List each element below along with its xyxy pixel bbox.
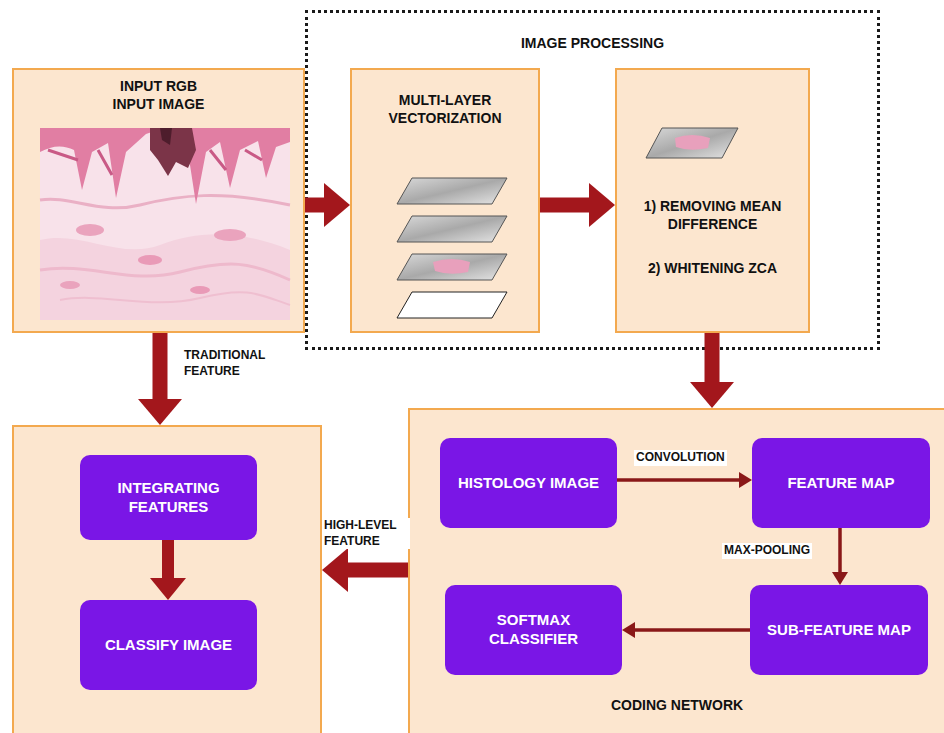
box-heading: 1) REMOVING MEAN DIFFERENCE	[624, 198, 802, 233]
whitened-layer	[646, 128, 738, 158]
box-heading: 2) WHITENING ZCA	[624, 260, 802, 278]
arrow-shaft	[634, 628, 750, 632]
layer-tissue	[433, 259, 470, 274]
arrow-shaft	[347, 563, 408, 578]
edge-label: TRADITIONAL FEATURE	[182, 348, 296, 379]
arrow-connector	[138, 333, 182, 425]
layer-plane	[397, 216, 507, 242]
classification-panel: INTEGRATING FEATURES CLASSIFY IMAGE	[12, 425, 322, 733]
process-box: INTEGRATING FEATURES	[80, 455, 257, 540]
box-label: SUB-FEATURE MAP	[767, 621, 911, 640]
arrow-connector	[617, 472, 752, 488]
arrow-connector	[305, 183, 350, 227]
arrow-connector	[622, 622, 750, 638]
arrow-connector	[832, 528, 848, 585]
tissue-fibre	[60, 292, 290, 305]
process-box: 1) REMOVING MEAN DIFFERENCE 2) WHITENING …	[615, 68, 810, 333]
tissue-fibre	[40, 196, 290, 208]
box-label: INTEGRATING FEATURES	[94, 479, 244, 517]
layer-plane	[646, 128, 738, 158]
process-box: FEATURE MAP	[752, 438, 930, 528]
box-label: CLASSIFY IMAGE	[105, 636, 232, 655]
arrow-head	[622, 622, 635, 638]
arrow-shaft	[162, 540, 174, 579]
arrow-shaft	[540, 198, 590, 213]
tissue-pigment	[160, 128, 172, 145]
arrow-connector	[150, 540, 186, 600]
box-heading: INPUT RGB INPUT IMAGE	[100, 78, 218, 113]
tissue-cell	[60, 281, 80, 289]
arrow-head	[138, 399, 182, 425]
edge-label: MAX-POOLING	[722, 543, 812, 559]
edge-label: CONVOLUTION	[634, 450, 727, 466]
process-box: CLASSIFY IMAGE	[80, 600, 257, 690]
region-heading: IMAGE PROCESSING	[443, 35, 743, 53]
tissue-cell	[214, 229, 246, 241]
arrow-connector	[690, 333, 734, 408]
arrow-head	[324, 183, 350, 227]
box-label: HISTOLOGY IMAGE	[458, 474, 599, 493]
tissue-epidermis	[40, 128, 290, 204]
arrow-connector	[540, 183, 615, 227]
tissue-cell	[190, 286, 210, 294]
histology-image	[40, 128, 290, 320]
box-label: SOFTMAX CLASSIFIER	[459, 611, 609, 649]
box-heading: CODING NETWORK	[527, 697, 827, 715]
layer-plane	[397, 178, 507, 204]
arrow-head	[589, 183, 615, 227]
process-box: SUB-FEATURE MAP	[750, 585, 928, 675]
layer-tissue	[675, 135, 710, 150]
box-heading: MULTI-LAYER VECTORIZATION	[375, 92, 515, 127]
tissue-dermis	[40, 234, 290, 320]
arrow-shaft	[838, 528, 842, 573]
tissue-streak	[48, 150, 262, 175]
input-box: INPUT RGB INPUT IMAGE	[12, 68, 305, 333]
process-box: HISTOLOGY IMAGE	[440, 438, 617, 528]
tissue-pigment	[150, 128, 196, 176]
arrow-head	[322, 548, 348, 592]
layer-plane	[397, 254, 507, 280]
arrow-connector	[322, 548, 408, 592]
arrow-shaft	[153, 333, 168, 400]
box-label: FEATURE MAP	[787, 474, 894, 493]
layer-stack	[397, 178, 507, 318]
tissue-cell	[138, 255, 162, 265]
tissue-ground	[40, 128, 290, 320]
arrow-shaft	[705, 333, 720, 383]
edge-label: HIGH-LEVEL FEATURE	[322, 518, 410, 549]
tissue-fibre	[40, 264, 290, 280]
processing-region: IMAGE PROCESSING MULTI-LAYER VECTORIZATIO…	[305, 10, 880, 350]
arrow-head	[690, 382, 734, 408]
layer-plane	[397, 292, 507, 318]
process-box: MULTI-LAYER VECTORIZATION	[350, 68, 540, 333]
arrow-head	[150, 578, 186, 600]
arrow-head	[739, 472, 752, 488]
tissue-cell	[76, 224, 104, 236]
arrow-head	[832, 572, 848, 585]
arrow-shaft	[617, 478, 740, 482]
process-box: SOFTMAX CLASSIFIER	[445, 585, 622, 675]
arrow-shaft	[305, 198, 325, 213]
